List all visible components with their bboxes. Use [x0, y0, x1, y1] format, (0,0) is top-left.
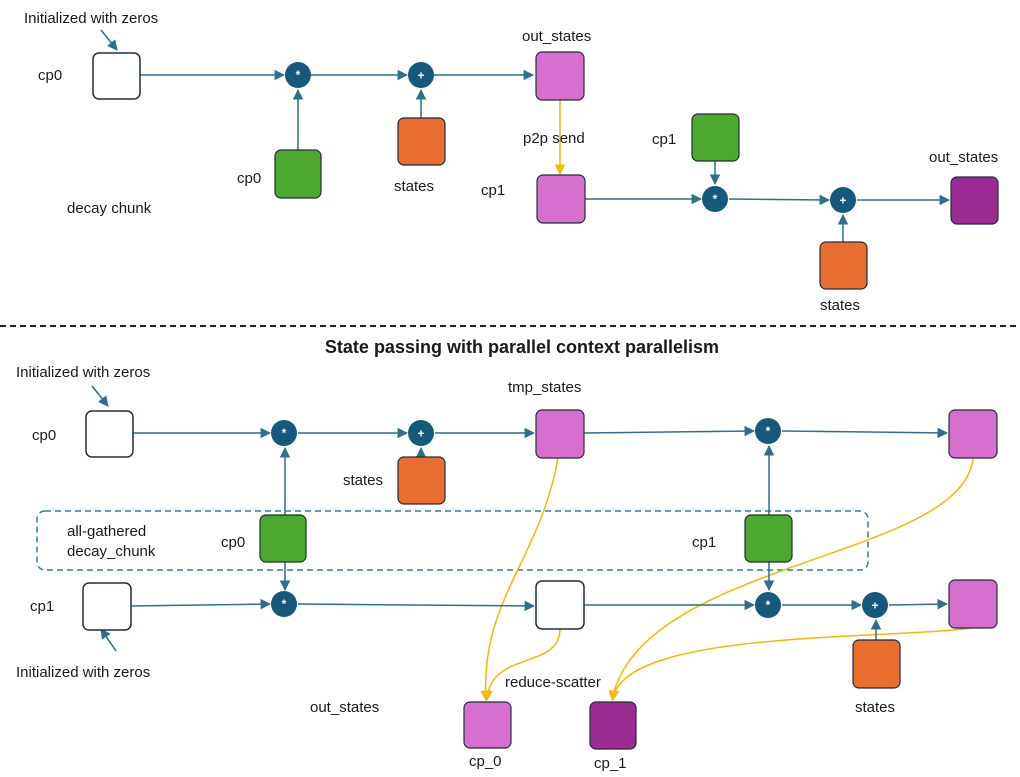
bottom-mul-node-2: *	[755, 418, 781, 444]
curve-cp1-end-to-cp1out	[608, 627, 973, 702]
top-edges	[100, 29, 951, 242]
bottom-cp1-end-box	[948, 579, 998, 629]
bottom-add-node-2: +	[862, 592, 888, 618]
svg-text:*: *	[713, 192, 718, 206]
bottom-states2-label: states	[855, 699, 895, 716]
bottom-mul-node-1: *	[271, 420, 297, 446]
bottom-title: State passing with parallel context para…	[325, 337, 719, 357]
group-label-line1: all-gathered	[67, 523, 146, 540]
top-decay-cp1-label: cp1	[652, 131, 676, 148]
bottom-decay-cp0-label: cp0	[221, 534, 245, 551]
svg-text:*: *	[766, 424, 771, 438]
bottom-edges	[91, 385, 949, 652]
bottom-init-note-bottom: Initialized with zeros	[16, 664, 150, 681]
bottom-decay-cp1-label: cp1	[692, 534, 716, 551]
bottom-cp-0-out-box	[463, 701, 512, 749]
top-add-node: +	[408, 62, 434, 88]
svg-text:+: +	[417, 69, 424, 83]
top-states2-label: states	[820, 297, 860, 314]
bottom-states2-box	[852, 639, 901, 689]
edge-b-add3-to-end	[888, 598, 949, 610]
svg-text:+: +	[417, 427, 424, 441]
bottom-states-label: states	[343, 472, 383, 489]
top-states-box	[397, 117, 446, 166]
annotation-arrow-init-bottom	[100, 628, 117, 652]
reduce-scatter-label: reduce-scatter	[505, 674, 601, 691]
bottom-out-states-label: out_states	[310, 699, 379, 716]
top-cp0-state-box	[92, 52, 141, 100]
top-decay-chunk-label: decay chunk	[67, 200, 152, 217]
top-cp0-label: cp0	[38, 67, 62, 84]
top-decay-cp0-box	[274, 149, 322, 199]
top-cp1-state-box	[536, 174, 586, 224]
top-out-states-label: out_states	[522, 28, 591, 45]
bottom-init-note-top: Initialized with zeros	[16, 364, 150, 381]
bottom-cp1-label: cp1	[30, 598, 54, 615]
cp-1-label: cp_1	[594, 755, 627, 772]
bottom-cp0-label: cp0	[32, 427, 56, 444]
top-cp1-label: cp1	[481, 182, 505, 199]
top-add-node-2: +	[830, 187, 856, 213]
bottom-tmp-states-label: tmp_states	[508, 379, 581, 396]
bottom-cp0-end-box	[948, 409, 998, 459]
top-p2p-send-label: p2p send	[523, 130, 585, 147]
edge-mul2-to-add2	[728, 194, 831, 206]
bottom-states-box	[397, 456, 446, 505]
svg-text:+: +	[839, 194, 846, 208]
top-states-label: states	[394, 178, 434, 195]
bottom-mul-node-4: *	[755, 592, 781, 618]
bottom-mul-node-3: *	[271, 591, 297, 617]
top-out-states2-label: out_states	[929, 149, 998, 166]
annotation-arrow-init-top	[91, 385, 109, 407]
bottom-cp-1-out-box	[589, 701, 637, 750]
top-out-states2-box	[950, 176, 999, 225]
bottom-cp0-state-box	[85, 410, 134, 458]
bottom-cp1-state-box	[82, 582, 132, 631]
edge-b-cp1-to-mul	[130, 598, 272, 610]
bottom-tmp-states-box	[535, 409, 585, 459]
top-init-note: Initialized with zeros	[24, 10, 158, 27]
group-label-line2: decay_chunk	[67, 543, 156, 560]
cp-0-label: cp_0	[469, 753, 502, 770]
bottom-section: State passing with parallel context para…	[16, 337, 998, 772]
svg-text:*: *	[282, 426, 287, 440]
curve-tmp-states-to-cp0	[480, 457, 559, 702]
svg-text:*: *	[296, 68, 301, 82]
all-gathered-group	[36, 510, 869, 571]
top-states2-box	[819, 241, 868, 290]
edge-b-mul2-to-end	[781, 427, 949, 439]
svg-text:*: *	[766, 598, 771, 612]
top-out-states-box	[535, 51, 585, 101]
top-mul-node-2: *	[702, 186, 728, 212]
bottom-cp1-mid-box	[535, 580, 585, 630]
reduce-scatter-curves	[480, 457, 974, 702]
top-decay-cp0-label: cp0	[237, 170, 261, 187]
curve-cp0-end-to-cp1out	[608, 458, 974, 702]
annotation-arrow-init	[100, 29, 118, 51]
edge-b-tmp-to-mul2	[583, 425, 756, 437]
bottom-decay-cp0-box	[259, 514, 307, 563]
bottom-decay-cp1-box	[744, 514, 793, 563]
bottom-add-node-1: +	[408, 420, 434, 446]
svg-text:*: *	[282, 597, 287, 611]
top-section: * + * + Initialized with zeros cp0 out_s…	[24, 10, 999, 314]
top-decay-cp1-box	[691, 113, 740, 162]
edge-b-mul-to-mid	[297, 600, 536, 612]
svg-text:+: +	[871, 599, 878, 613]
top-mul-node: *	[285, 62, 311, 88]
curve-cp1-mid-to-cp0	[482, 628, 561, 702]
